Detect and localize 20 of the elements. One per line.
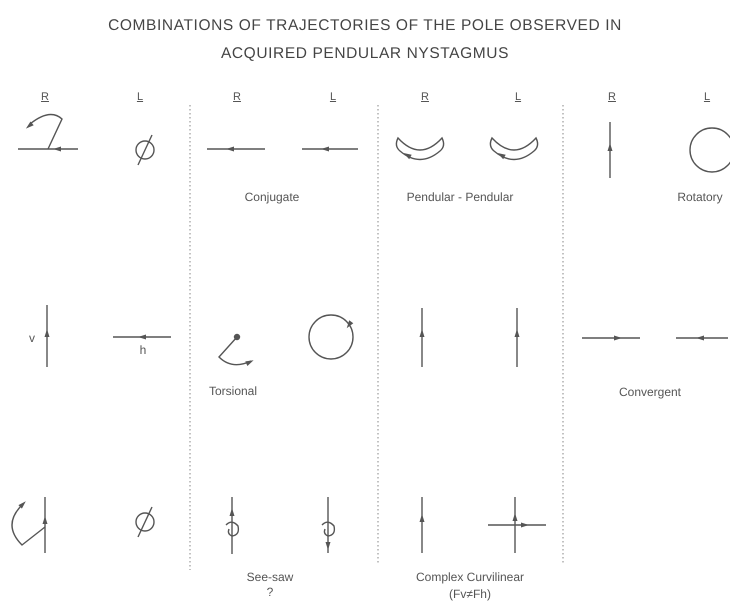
pattern-caption: (Fv≠Fh) <box>449 587 491 601</box>
axis-letter: v <box>29 331 35 345</box>
figure-title: COMBINATIONS OF TRAJECTORIES OF THE POLE OBSERVED IN ACQUIRED PENDULAR NYSTAGMUS <box>107 16 623 64</box>
pattern-caption: Torsional <box>208 384 258 398</box>
eye-label: R <box>421 90 429 104</box>
eye-label: L <box>330 90 336 104</box>
pattern-caption: Complex Curvilinear <box>416 570 524 584</box>
eye-label: R <box>41 90 49 104</box>
pattern-caption: ? <box>266 585 274 599</box>
eye-label: L <box>136 90 144 104</box>
pattern-caption: Pendular - Pendular <box>406 190 514 204</box>
pattern-caption: Conjugate <box>244 190 300 204</box>
eye-label: R <box>233 90 241 104</box>
pattern-caption: Rotatory <box>677 190 723 204</box>
eye-label: R <box>608 90 616 104</box>
eye-label: L <box>704 90 710 104</box>
axis-letter: h <box>140 343 146 357</box>
pattern-caption: See-saw <box>246 570 294 584</box>
pattern-caption: Convergent <box>618 385 682 399</box>
eye-label: L <box>514 90 522 104</box>
